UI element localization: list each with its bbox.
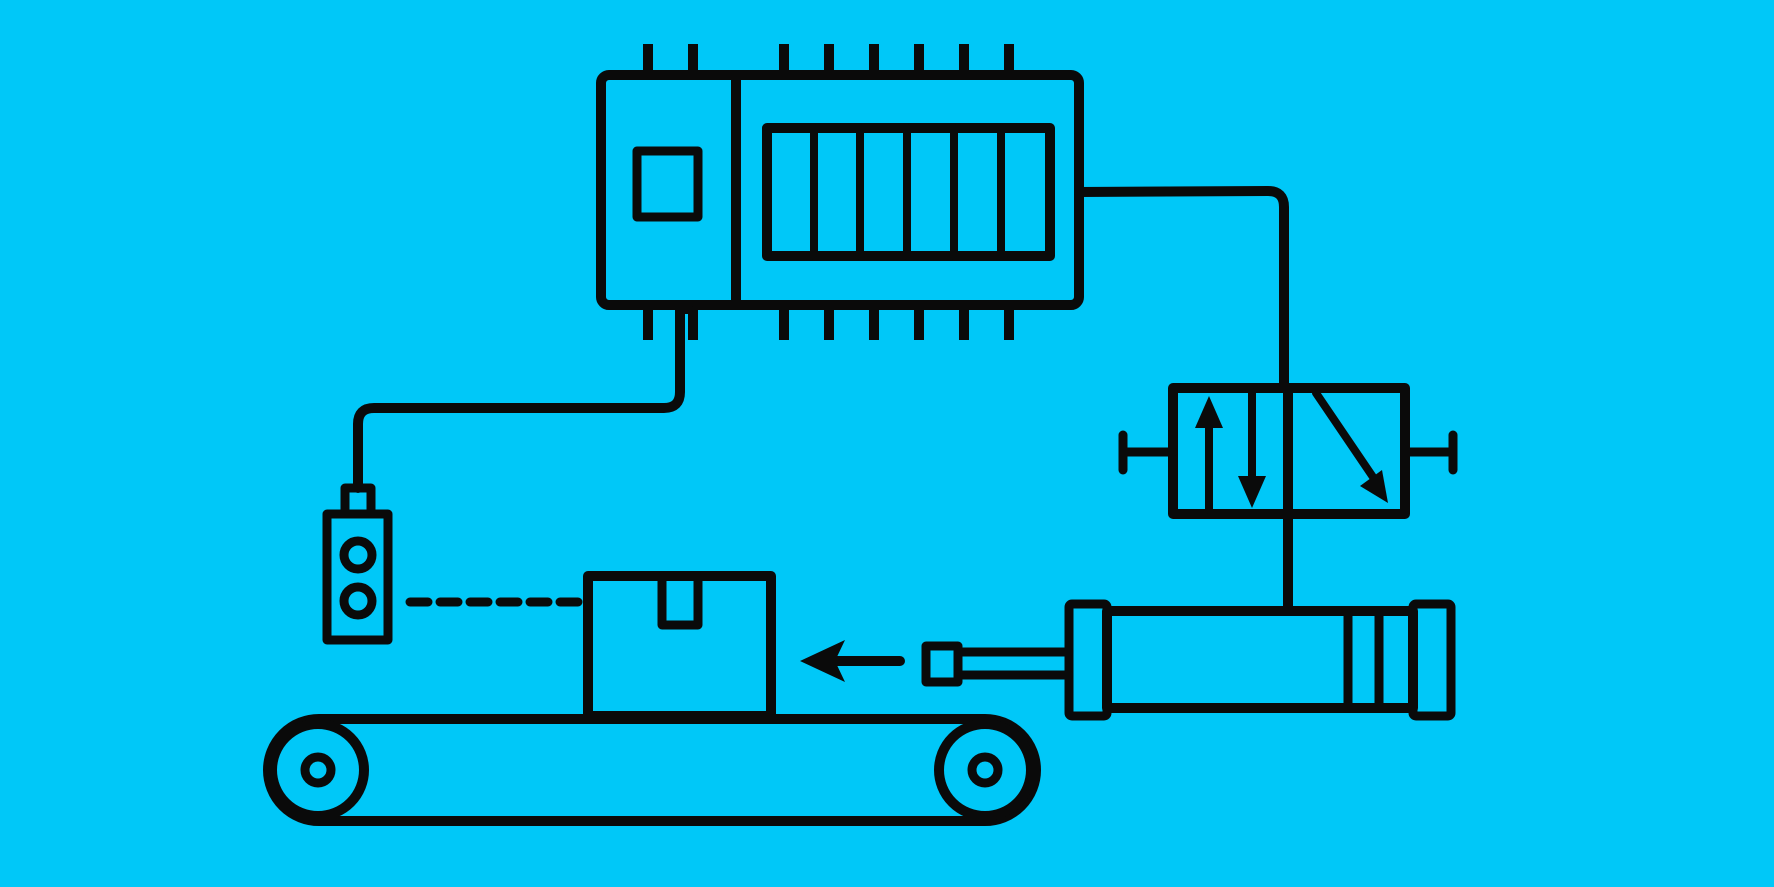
- solenoid-valve-icon: [1118, 383, 1458, 519]
- sensor-body: [322, 509, 393, 645]
- pneumatic-cylinder-icon: [921, 599, 1456, 721]
- sensor-led-bottom: [339, 582, 377, 620]
- push-arrow-icon: [800, 640, 905, 682]
- sensor-led-top: [339, 536, 377, 574]
- box-tape: [657, 571, 703, 630]
- plc-controller-icon: [596, 44, 1084, 340]
- plc-status-window: [632, 146, 703, 222]
- cylinder-rear-cap: [1408, 599, 1456, 721]
- conveyor-roller-right: [934, 719, 1036, 821]
- conveyor-roller-left: [267, 719, 369, 821]
- rod-end: [921, 641, 963, 687]
- plc-top-pins: [643, 44, 1014, 72]
- arrow-up-icon: [1195, 396, 1223, 428]
- arrow-down-icon: [1238, 476, 1266, 508]
- conveyor-belt-icon: [263, 714, 1041, 826]
- wire-plc-to-sensor: [353, 304, 693, 493]
- wire-plc-to-valve: [1074, 186, 1289, 393]
- proximity-sensor-icon: [322, 483, 393, 645]
- arrow-diagonal-icon: [1360, 470, 1388, 503]
- plc-bottom-pins: [643, 304, 1014, 340]
